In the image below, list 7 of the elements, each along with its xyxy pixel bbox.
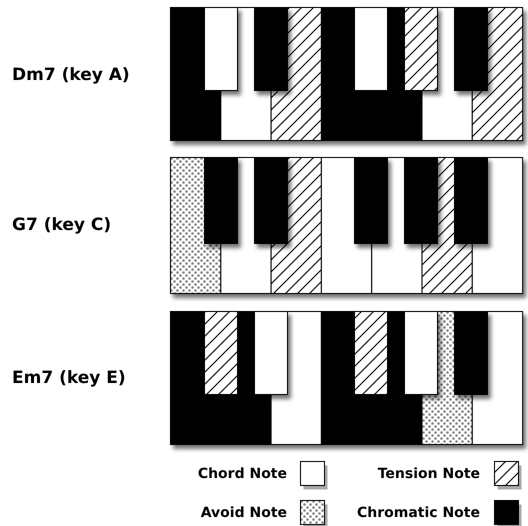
legend-label: Chord Note [198, 465, 287, 483]
legend-label: Tension Note [378, 465, 480, 483]
legend-label: Chromatic Note [357, 504, 480, 522]
chord-label: Dm7 (key A) [12, 65, 130, 85]
legend-label: Avoid Note [200, 504, 287, 522]
chord-label: G7 (key C) [12, 215, 112, 235]
chord-label: Em7 (key E) [12, 368, 126, 388]
